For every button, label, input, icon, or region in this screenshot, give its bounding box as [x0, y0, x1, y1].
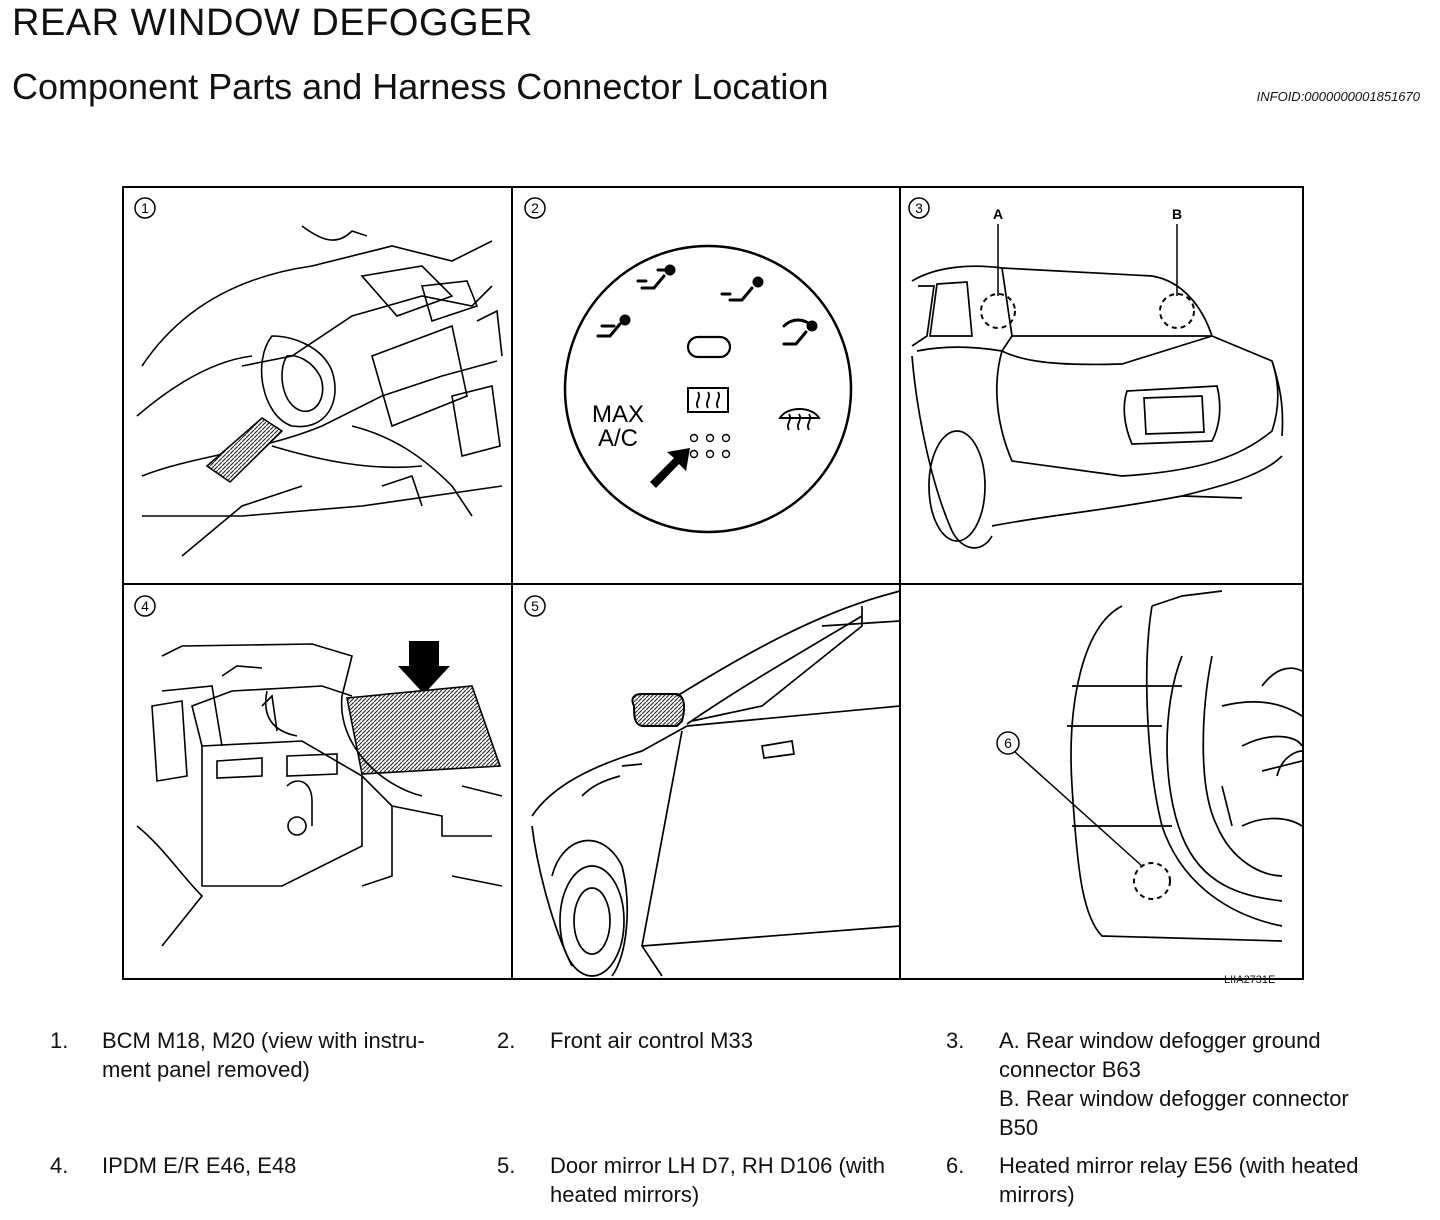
ipdm-unit [346, 685, 502, 775]
foot-mode-icon [720, 276, 764, 302]
legend-number: 2. [497, 1028, 516, 1053]
legend-text: B. Rear window defogger connector [999, 1086, 1349, 1111]
panel-number: 3 [915, 200, 923, 216]
panel-4-ipdm-drawing: 4 [134, 595, 503, 947]
callout-6-badge [996, 731, 1020, 755]
indicator-dots [689, 433, 731, 459]
bcm-unit [205, 417, 284, 483]
door-mirror [631, 693, 686, 727]
panel-number-badge [908, 197, 930, 219]
vent-mode-icon [596, 314, 631, 338]
legend-text: mirrors) [999, 1182, 1075, 1207]
legend-number: 6. [946, 1153, 965, 1178]
legend-number: 1. [50, 1028, 69, 1053]
legend-number: 5. [497, 1153, 516, 1178]
legend-text: B50 [999, 1115, 1039, 1140]
legend-number: 3. [946, 1028, 965, 1053]
panel-6-relay-location-drawing: 6 [996, 590, 1303, 942]
indicator-button [686, 335, 732, 359]
legend-text: BCM M18, M20 (view with instru- [102, 1028, 425, 1053]
page-title: REAR WINDOW DEFOGGER [12, 2, 533, 44]
defogger-connector-marker [1159, 293, 1195, 329]
front-defrost-icon [778, 408, 821, 431]
ground-connector-marker [980, 293, 1016, 329]
panel-number-badge [134, 595, 156, 617]
bilevel-mode-icon [636, 264, 676, 290]
component-location-figure: 1 2 [122, 186, 1304, 980]
foot-defrost-mode-icon [782, 318, 818, 346]
panel-number-badge [134, 197, 156, 219]
section-subtitle: Component Parts and Harness Connector Lo… [12, 66, 829, 107]
panel-number-badge [524, 197, 546, 219]
legend-text: Heated mirror relay E56 (with heated [999, 1153, 1359, 1178]
legend-text: A. Rear window defogger ground [999, 1028, 1321, 1053]
ac-label: A/C [598, 425, 638, 452]
panel-number-badge [524, 595, 546, 617]
legend-number: 4. [50, 1153, 69, 1178]
legend-text: IPDM E/R E46, E48 [102, 1153, 297, 1178]
legend-text: ment panel removed) [102, 1057, 310, 1082]
rear-defogger-button-icon [687, 387, 729, 413]
callout-b-label: B [1172, 206, 1182, 222]
legend-text: connector B63 [999, 1057, 1141, 1082]
legend-text: Door mirror LH D7, RH D106 (with [550, 1153, 885, 1178]
panel-1-bcm-drawing: 1 [134, 197, 503, 557]
panel-number: 1 [141, 200, 149, 216]
max-label: MAX [592, 401, 644, 428]
callout-a-label: A [993, 206, 1003, 222]
legend-text: Front air control M33 [550, 1028, 753, 1053]
panel-number: 2 [531, 200, 539, 216]
figure-code: LIIA2731E [1224, 974, 1276, 986]
info-id: INFOID:0000000001851670 [1256, 89, 1420, 104]
pointer-arrow [650, 448, 690, 488]
panel-2-front-air-control-drawing: 2 MAX A/C [524, 197, 853, 534]
panel-3-vehicle-rear-drawing: 3 A B [908, 197, 1284, 549]
panel-5-door-mirror-drawing: 5 [524, 590, 901, 977]
panel-number: 4 [141, 598, 149, 614]
relay-marker [1133, 862, 1171, 900]
panel-number: 5 [531, 598, 539, 614]
callout-6-label: 6 [1004, 735, 1012, 751]
pointer-arrow [398, 641, 450, 694]
legend-text: heated mirrors) [550, 1182, 700, 1207]
